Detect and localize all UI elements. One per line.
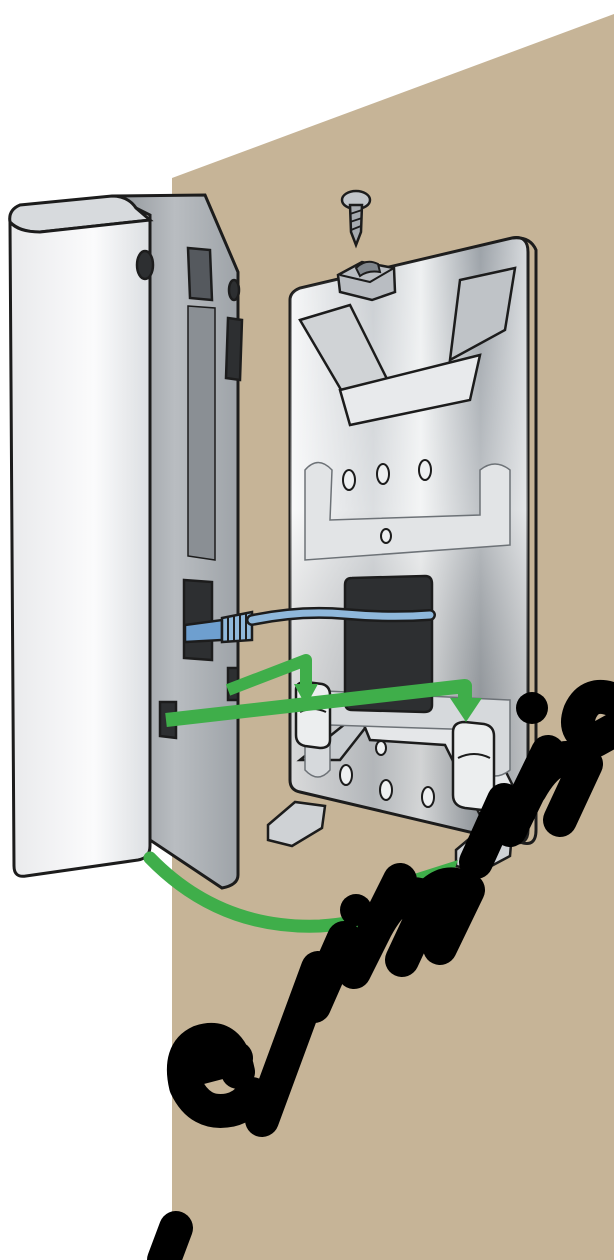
network-device [10, 195, 242, 888]
mounting-plate [268, 238, 536, 872]
ethernet-port [184, 580, 212, 660]
